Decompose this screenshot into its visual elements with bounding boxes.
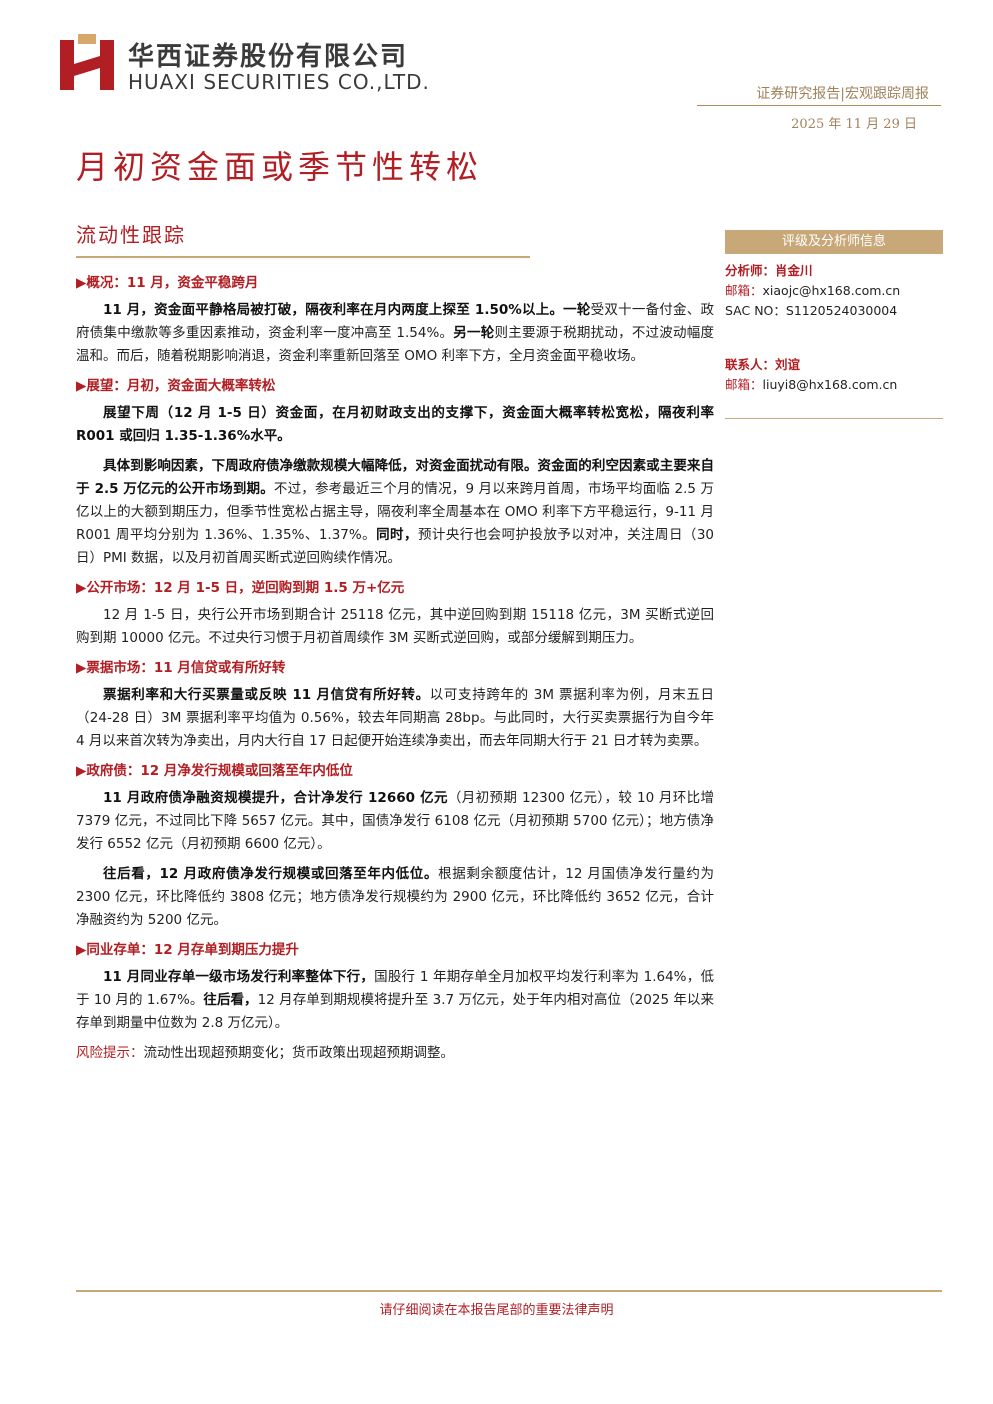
- text-run: 往后看，12 月政府债净发行规模或回落至年内低位。: [103, 866, 439, 882]
- text-run: 另一轮: [453, 325, 495, 341]
- paragraph: 11 月同业存单一级市场发行利率整体下行，国股行 1 年期存单全月加权平均发行利…: [76, 966, 714, 1035]
- text-run: 受双十一备付金、政府债集中缴款等多重因素推动，资金利率一度冲高至 1.54%。: [76, 302, 715, 341]
- analyst-email-link[interactable]: xiaojc@hx168.com.cn: [762, 283, 901, 298]
- analyst-name: 肖金川: [775, 263, 813, 278]
- heading-ncd: ▶同业存单：12 月存单到期压力提升: [76, 942, 299, 958]
- spacer: [725, 321, 943, 355]
- spacer: [725, 395, 943, 418]
- section-title: 流动性跟踪: [76, 223, 186, 247]
- contact-email-label: 邮箱：: [725, 377, 763, 392]
- paragraph: 展望下周（12 月 1-5 日）资金面，在月初财政支出的支撑下，资金面大概率转松…: [76, 402, 714, 448]
- report-type: 证券研究报告|宏观跟踪周报: [756, 86, 929, 102]
- heading-outlook: ▶展望：月初，资金面大概率转松: [76, 378, 276, 394]
- text-run: 不过，参考最近三个月的情况，9 月以来跨月首周，市场平均面临 2.5 万亿以上的…: [76, 481, 714, 543]
- report-body: ▶概况：11 月，资金平稳跨月 11 月，资金面平静格局被打破，隔夜利率在月内两…: [76, 268, 714, 1065]
- text-run: 票据利率和大行买票量或反映 11 月信贷有所好转。: [103, 687, 430, 703]
- analyst-line: 分析师：肖金川: [725, 261, 943, 281]
- sac-number: SAC NO：S1120524030004: [725, 303, 898, 318]
- paragraph: 具体到影响因素，下周政府债净缴款规模大幅降低，对资金面扰动有限。资金面的利空因素…: [76, 455, 714, 570]
- contact-email-line: 邮箱：liuyi8@hx168.com.cn: [725, 375, 943, 395]
- analyst-label: 分析师：: [725, 263, 776, 278]
- heading-bill-market: ▶票据市场：11 月信贷或有所好转: [76, 660, 286, 676]
- contact-line: 联系人：刘谊: [725, 355, 943, 375]
- text-run: 展望下周（12 月 1-5 日）资金面，在月初财政支出的支撑下，资金面大概率转松…: [76, 405, 714, 444]
- analyst-email-line: 邮箱：xiaojc@hx168.com.cn: [725, 281, 943, 301]
- legal-notice: 请仔细阅读在本报告尾部的重要法律声明: [379, 1303, 614, 1318]
- analyst-sidebar: 评级及分析师信息 分析师：肖金川 邮箱：xiaojc@hx168.com.cn …: [725, 230, 943, 790]
- sidebar-header: 评级及分析师信息: [725, 230, 943, 254]
- contact-email-link[interactable]: liuyi8@hx168.com.cn: [762, 377, 898, 392]
- heading-open-market: ▶公开市场：12 月 1-5 日，逆回购到期 1.5 万+亿元: [76, 580, 405, 596]
- risk-label: 风险提示：: [76, 1045, 144, 1061]
- header-divider: [697, 105, 941, 106]
- report-date: 2025 年 11 月 29 日: [791, 117, 917, 132]
- text-run: 以可支持跨年的 3M 票据利率为例，月末五日（24-28 日）3M 票据利率平均…: [76, 687, 715, 749]
- paragraph: 11 月政府债净融资规模提升，合计净发行 12660 亿元（月初预期 12300…: [76, 787, 714, 856]
- risk-text: 流动性出现超预期变化；货币政策出现超预期调整。: [143, 1045, 455, 1061]
- text-run: 往后看，: [203, 992, 258, 1008]
- text-run: 12 月存单到期规模将提升至 3.7 万亿元，处于年内相对高位（2025 年以来…: [76, 992, 714, 1031]
- paragraph: 11 月，资金面平静格局被打破，隔夜利率在月内两度上探至 1.50%以上。一轮受…: [76, 299, 714, 368]
- report-title: 月初资金面或季节性转松: [76, 148, 484, 186]
- footer-divider: [76, 1290, 942, 1292]
- company-name-en: HUAXI SECURITIES CO.,LTD.: [128, 70, 430, 94]
- text-run: 根据剩余额度估计，12 月国债净发行量约为 2300 亿元，环比降低约 3808…: [76, 866, 714, 928]
- text-run: （月初预期 12300 亿元），较 10 月环比增 7379 亿元，不过同比下降…: [76, 790, 714, 852]
- email-label: 邮箱：: [725, 283, 763, 298]
- heading-government-bonds: ▶政府债：12 月净发行规模或回落至年内低位: [76, 763, 353, 779]
- sidebar-body: 分析师：肖金川 邮箱：xiaojc@hx168.com.cn SAC NO：S1…: [725, 254, 943, 419]
- contact-name: 刘谊: [775, 357, 801, 372]
- paragraph: 票据利率和大行买票量或反映 11 月信贷有所好转。以可支持跨年的 3M 票据利率…: [76, 684, 714, 753]
- text-run: 11 月，资金面平静格局被打破，隔夜利率在月内两度上探至 1.50%以上。一轮: [103, 302, 591, 318]
- company-name-cn: 华西证券股份有限公司: [128, 42, 409, 72]
- company-logo-icon: [60, 34, 114, 90]
- text-run: 国股行 1 年期存单全月加权平均发行利率为 1.64%，低于 10 月的 1.6…: [76, 969, 714, 1008]
- text-run: 则主要源于税期扰动，不过波动幅度温和。而后，随着税期影响消退，资金利率重新回落至…: [76, 325, 714, 364]
- heading-overview: ▶概况：11 月，资金平稳跨月: [76, 275, 259, 291]
- section-divider: [76, 256, 530, 258]
- paragraph: 12 月 1-5 日，央行公开市场到期合计 25118 亿元，其中逆回购到期 1…: [76, 604, 714, 650]
- risk-warning: 风险提示：流动性出现超预期变化；货币政策出现超预期调整。: [76, 1042, 714, 1065]
- sidebar-divider: [725, 418, 943, 419]
- text-run: 同时，: [376, 527, 418, 543]
- text-run: 11 月政府债净融资规模提升，合计净发行 12660 亿元: [103, 790, 448, 806]
- contact-label: 联系人：: [725, 357, 776, 372]
- text-run: 11 月同业存单一级市场发行利率整体下行，: [103, 969, 375, 985]
- text-run: 具体到影响因素，下周政府债净缴款规模大幅降低，对资金面扰动有限。资金面的利空因素…: [76, 458, 714, 497]
- text-run: 预计央行也会呵护投放予以对冲，关注周日（30 日）PMI 数据，以及月初首周买断…: [76, 527, 715, 566]
- text-run: 12 月 1-5 日，央行公开市场到期合计 25118 亿元，其中逆回购到期 1…: [76, 607, 714, 646]
- paragraph: 往后看，12 月政府债净发行规模或回落至年内低位。根据剩余额度估计，12 月国债…: [76, 863, 714, 932]
